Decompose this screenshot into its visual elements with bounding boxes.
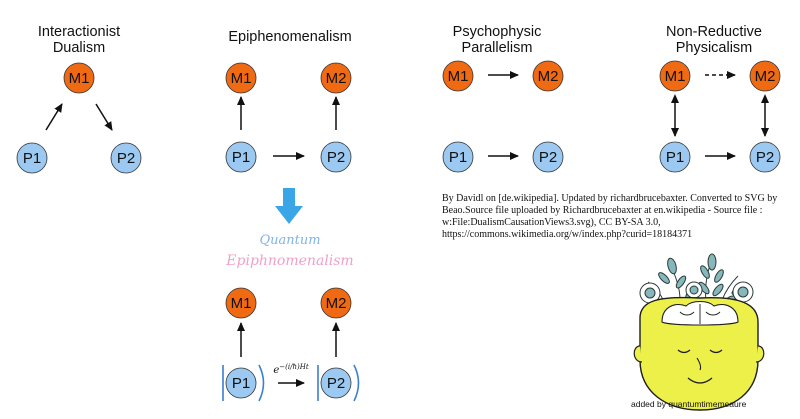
- node-m2: [749, 60, 781, 92]
- title-interactionist-2: Dualism: [53, 40, 105, 56]
- node-p1: [659, 141, 691, 173]
- node-p1: [442, 141, 474, 173]
- head-with-flowers-illustration: [633, 253, 765, 411]
- title-parallelism-2: Parallelism: [462, 40, 533, 56]
- quantum-epiphenomenalism-label: Epiphnomenalism: [225, 253, 353, 269]
- node-m2-label: M2: [538, 68, 559, 85]
- node-p1-label: P1: [666, 149, 684, 166]
- node-m2-label: M2: [326, 295, 347, 312]
- node-p2: [320, 141, 352, 173]
- title-nonreductive-1: Non-Reductive: [666, 24, 762, 40]
- title-parallelism-1: Psychophysic: [453, 24, 542, 40]
- node-p1-label: P1: [23, 150, 41, 167]
- node-m2-label: M2: [755, 68, 776, 85]
- ket-angle-p2: [353, 364, 360, 402]
- title-epiphenomenalism: Epiphenomenalism: [228, 29, 351, 45]
- evolution-operator: e−(i/ħ)Ht: [273, 363, 308, 376]
- nose: [696, 357, 702, 371]
- down-arrow-icon: [275, 188, 303, 224]
- epiphenomenalism-diagram: M1 M2 P1 P2: [225, 62, 352, 173]
- node-m1-label: M1: [665, 68, 686, 85]
- left-eye: [677, 349, 691, 354]
- node-m1: [659, 60, 691, 92]
- node-p2-label: P2: [327, 149, 345, 166]
- node-m1: [442, 60, 474, 92]
- node-p2: [320, 367, 352, 399]
- node-m1-label: M1: [448, 68, 469, 85]
- interactionist-diagram: M1 P1 P2: [16, 62, 142, 174]
- node-m1: [225, 62, 257, 94]
- flower-icon: [639, 281, 754, 304]
- node-m1-label: M1: [231, 295, 252, 312]
- right-ear: [755, 345, 765, 363]
- node-m2: [320, 62, 352, 94]
- smile: [687, 377, 713, 384]
- node-p2-label: P2: [117, 150, 135, 167]
- ket-angle-p1: [258, 364, 265, 402]
- node-p2: [110, 142, 142, 174]
- title-nonreductive-2: Physicalism: [676, 40, 753, 56]
- node-p2-label: P2: [756, 149, 774, 166]
- node-m2-label: M2: [326, 70, 347, 87]
- quantum-label: Quantum: [259, 233, 320, 248]
- node-p1-label: P1: [449, 149, 467, 166]
- node-p1-label: P1: [232, 375, 250, 392]
- node-p2-label: P2: [539, 149, 557, 166]
- node-m1: [225, 287, 257, 319]
- node-p1-label: P1: [232, 149, 250, 166]
- node-p1: [225, 141, 257, 173]
- node-m2: [532, 60, 564, 92]
- node-m1-label: M1: [69, 70, 90, 87]
- node-m1-label: M1: [231, 70, 252, 87]
- node-p2: [749, 141, 781, 173]
- node-p1: [16, 142, 48, 174]
- parallelism-diagram: M1 M2 P1 P2: [442, 60, 564, 173]
- right-eye: [709, 349, 723, 354]
- left-ear: [633, 345, 643, 363]
- node-m2: [320, 287, 352, 319]
- arrow-m1-to-p2: [95, 103, 113, 131]
- quantum-diagram: e−(i/ħ)Ht M1 M2 P1 P2: [222, 287, 360, 402]
- nonreductive-diagram: M1 M2 P1 P2: [659, 60, 781, 173]
- attribution-credit: By Davidl on [de.wikipedia]. Updated by …: [442, 193, 778, 240]
- arrow-p1-to-m1: [45, 103, 63, 131]
- added-by-caption: added by quantumtimemeaure: [631, 399, 747, 409]
- node-p2-label: P2: [327, 375, 345, 392]
- node-p2: [532, 141, 564, 173]
- title-interactionist-1: Interactionist: [38, 24, 120, 40]
- node-p1: [225, 367, 257, 399]
- node-m1: [63, 62, 95, 94]
